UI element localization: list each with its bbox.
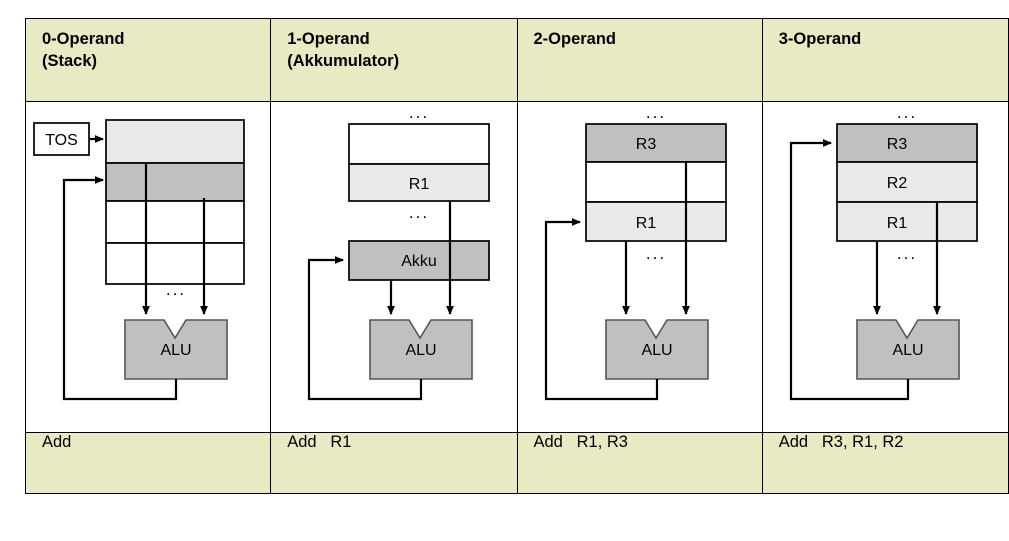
header-cell-3-operand: 3-Operand: [761, 18, 1009, 102]
ellipsis-above-registers: ...: [645, 103, 665, 122]
alu-label: ALU: [892, 342, 923, 359]
alu-label: ALU: [406, 342, 437, 359]
instruction-cell-1-operand: Add R1: [270, 432, 518, 494]
ellipsis-below-stack: ...: [166, 280, 186, 299]
alu-shape: [855, 319, 960, 380]
register-cell-empty: [348, 123, 491, 165]
header-line-1: 2-Operand: [533, 30, 617, 48]
header-cell-2-operand: 2-Operand: [516, 18, 763, 102]
stack-cell-third: [105, 200, 245, 244]
alu-label: ALU: [641, 342, 672, 359]
accumulator-box: [348, 240, 491, 281]
header-line-1: 1-Operand: [287, 30, 370, 48]
register-cell-r1: [348, 163, 491, 202]
stack-cell-fourth: [105, 242, 245, 285]
register-label-r3: R3: [887, 136, 908, 153]
result-feedback-path: [62, 176, 178, 401]
table-diagram-row: TOS ...: [24, 101, 1009, 433]
header-line-2: (Stack): [42, 51, 98, 70]
instruction-cell-3-operand: Add R3, R1, R2: [761, 432, 1009, 494]
instruction-cell-2-operand: Add R1, R3: [516, 432, 763, 494]
register-cell-r1: [835, 201, 978, 242]
diagram-cell-1-operand: ... R1 ... Akku: [270, 101, 518, 433]
register-cell-r1: [584, 201, 727, 242]
table-header-row: 0-Operand (Stack) 1-Operand (Akkumulator…: [24, 18, 1009, 102]
diagram-cell-2-operand: ... R3 R1 ... ALU: [516, 101, 763, 433]
register-label-r1: R1: [635, 215, 656, 232]
alu-label: ALU: [160, 342, 191, 359]
ellipsis-below-registers: ...: [645, 244, 665, 263]
register-cell-r2: [835, 161, 978, 203]
result-feedback-path: [544, 218, 658, 401]
register-cell-r3: [584, 123, 727, 163]
table-instruction-row: Add Add R1 Add R1, R3 Add R3, R1, R2: [24, 432, 1009, 494]
alu-shape: [604, 319, 709, 380]
tos-pointer-label: TOS: [45, 132, 78, 149]
header-cell-1-operand: 1-Operand (Akkumulator): [270, 18, 518, 102]
instruction-cell-0-operand: Add: [24, 432, 272, 494]
register-label-r1: R1: [887, 215, 908, 232]
stack-machine-svg: TOS ...: [33, 119, 245, 401]
accumulator-label: Akku: [401, 253, 437, 270]
diagram-cell-0-operand: TOS ...: [24, 101, 272, 433]
stack-cell-top: [105, 119, 245, 164]
tos-pointer-box: [33, 122, 90, 156]
header-cell-0-operand: 0-Operand (Stack): [24, 18, 272, 102]
header-line-1: 3-Operand: [778, 30, 862, 48]
ellipsis-above-registers: ...: [409, 103, 429, 122]
ellipsis-above-registers: ...: [897, 103, 917, 122]
register-label-r2: R2: [887, 175, 908, 192]
three-operand-machine-svg: ... R3 R2 R1 ... ALU: [789, 103, 978, 401]
result-feedback-path: [308, 256, 423, 401]
register-label-r1: R1: [409, 176, 430, 193]
ellipsis-below-registers: ...: [409, 203, 429, 222]
result-feedback-path: [789, 139, 909, 401]
header-line-1: 0-Operand: [42, 30, 125, 48]
two-operand-machine-svg: ... R3 R1 ... ALU: [544, 103, 727, 401]
accumulator-machine-svg: ... R1 ... Akku: [308, 103, 491, 401]
diagram-cell-3-operand: ... R3 R2 R1 ... ALU: [761, 101, 1009, 433]
register-label-r3: R3: [635, 136, 656, 153]
header-line-2: (Akkumulator): [287, 51, 400, 70]
alu-shape: [124, 319, 228, 380]
stack-cell-second: [105, 162, 245, 202]
ellipsis-below-registers: ...: [897, 244, 917, 263]
alu-shape: [369, 319, 474, 380]
register-cell-empty: [584, 161, 727, 203]
operand-comparison-table: 0-Operand (Stack) 1-Operand (Akkumulator…: [24, 18, 1009, 494]
